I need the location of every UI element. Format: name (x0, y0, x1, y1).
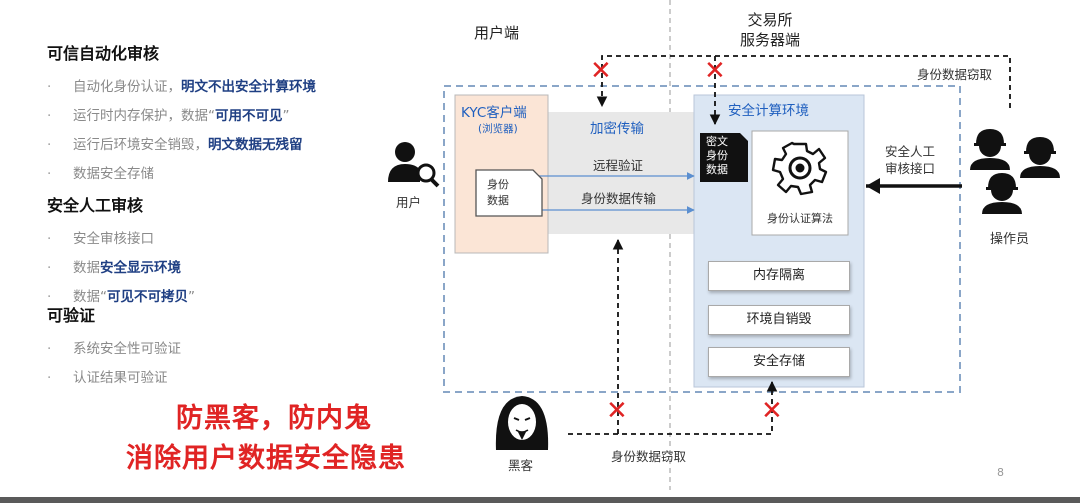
kyc-client-title: KYC客户端 (461, 105, 527, 121)
bullet-text: 系统安全性可验证 (73, 341, 181, 357)
top-theft-path (596, 55, 1011, 108)
kyc-client-subtitle: (浏览器) (478, 123, 518, 135)
bullet-text: 安全审核接口 (73, 231, 154, 247)
remote-verify-label: 远程验证 (593, 158, 644, 173)
bullet-item: · 运行时内存保护，数据“可用不可见” (47, 104, 316, 124)
gear-icon (771, 141, 828, 196)
operator-icons (970, 129, 1060, 214)
manual-interface-label: 安全人工 审核接口 (885, 144, 936, 176)
hacker-icon (495, 396, 549, 450)
bullet-text: 数据 (73, 260, 100, 276)
identity-document-label: 身份 数据 (487, 178, 509, 207)
system-boundary (443, 85, 961, 393)
blocked-x-icon: ✕ (704, 56, 726, 86)
theft-bottom-label: 身份数据窃取 (611, 449, 687, 464)
bullet-item: · 自动化身份认证，明文不出安全计算环境 (47, 75, 316, 95)
bullet-item: · 数据“可见不可拷贝” (47, 285, 195, 305)
identity-transfer-label: 身份数据传输 (581, 191, 657, 206)
bullet-text: 自动化身份认证， (73, 79, 181, 95)
cipher-data-tag (700, 133, 748, 182)
bullet-item: · 认证结果可验证 (47, 366, 181, 386)
feature-section: 可验证 · 系统安全性可验证 · 认证结果可验证 (47, 302, 181, 386)
bullet-text: ” (188, 289, 195, 305)
slogan-line-1: 防黑客，防内鬼 (176, 403, 372, 434)
operator-label: 操作员 (990, 232, 1030, 247)
module-memory-isolation: 内存隔离 (708, 261, 850, 291)
encrypted-channel-label: 加密传输 (590, 121, 644, 137)
blocked-x-icon: ✕ (761, 396, 783, 426)
user-icon (388, 142, 440, 188)
slogan-line-2: 消除用户数据安全隐患 (126, 443, 406, 474)
feature-section: 可信自动化审核 · 自动化身份认证，明文不出安全计算环境 · 运行时内存保护，数据“可用… (47, 40, 316, 182)
footer-bar (0, 497, 1080, 503)
blocked-x-icon: ✕ (590, 56, 612, 86)
bullet-text: 运行时内存保护，数据“ (73, 108, 215, 124)
module-self-destruct: 环境自销毁 (708, 305, 850, 335)
server-side-label: 交易所 服务器端 (740, 11, 801, 49)
feature-section: 安全人工审核 · 安全审核接口 · 数据安全显示环境 · 数据“可见不可拷贝” (47, 192, 195, 305)
section-title: 安全人工审核 (47, 196, 144, 215)
bullet-text: 运行后环境安全销毁， (73, 137, 208, 153)
bullet-text: 数据安全存储 (73, 166, 154, 182)
bullet-emphasis: 安全显示环境 (100, 260, 181, 276)
bullet-dot-icon: · (47, 370, 52, 386)
user-label: 用户 (396, 195, 422, 210)
manual-interface-arrowhead (866, 178, 880, 194)
bullet-dot-icon: · (47, 289, 52, 305)
bullet-dot-icon: · (47, 108, 52, 124)
bullet-text: ” (282, 108, 290, 124)
bullet-emphasis: 可见不可拷贝 (107, 289, 188, 305)
bullet-item: · 数据安全存储 (47, 162, 316, 182)
bullet-dot-icon: · (47, 166, 52, 182)
theft-top-label: 身份数据窃取 (917, 67, 993, 82)
bullet-text: 数据“ (73, 289, 107, 305)
bullet-dot-icon: · (47, 260, 52, 276)
secure-env-title: 安全计算环境 (728, 103, 809, 119)
identity-document-icon (475, 169, 543, 217)
bullet-item: · 运行后环境安全销毁，明文数据无残留 (47, 133, 316, 153)
bullet-dot-icon: · (47, 79, 52, 95)
bullet-emphasis: 明文数据无残留 (208, 137, 303, 153)
blocked-x-icon: ✕ (606, 396, 628, 426)
bullet-item: · 安全审核接口 (47, 227, 195, 247)
bullet-emphasis: 明文不出安全计算环境 (181, 79, 316, 95)
user-side-label: 用户端 (474, 24, 520, 42)
section-title: 可验证 (47, 306, 96, 325)
bullet-dot-icon: · (47, 231, 52, 247)
bullet-item: · 系统安全性可验证 (47, 337, 181, 357)
hacker-label: 黑客 (508, 458, 534, 473)
bullet-text: 认证结果可验证 (73, 370, 168, 386)
section-title: 可信自动化审核 (47, 44, 160, 63)
bullet-dot-icon: · (47, 341, 52, 357)
bottom-theft-path (568, 380, 778, 435)
auth-algorithm-label: 身份认证算法 (767, 212, 833, 225)
encrypted-channel-band (548, 112, 698, 234)
page-number: 8 (997, 466, 1004, 479)
bullet-emphasis: 可用不可见 (215, 108, 283, 124)
bullet-item: · 数据安全显示环境 (47, 256, 195, 276)
cipher-data-label: 密文 身份 数据 (706, 135, 728, 176)
bullet-dot-icon: · (47, 137, 52, 153)
module-secure-storage: 安全存储 (708, 347, 850, 377)
